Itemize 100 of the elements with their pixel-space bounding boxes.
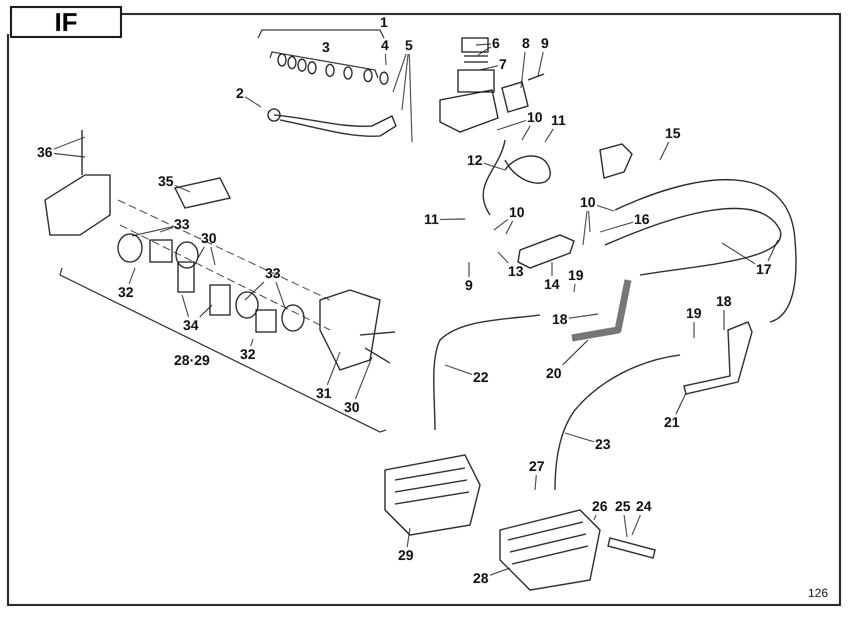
callout-number: 30 [201, 231, 217, 246]
callout-number: 24 [636, 499, 652, 514]
callout-number: 18 [552, 312, 568, 327]
leader-line [54, 153, 86, 158]
leader-line [468, 262, 470, 278]
section-title: IF [10, 6, 122, 38]
callout-number: 27 [529, 459, 545, 474]
callout-number: 21 [664, 415, 680, 430]
callout-number: 30 [344, 400, 360, 415]
leader-line [198, 246, 205, 258]
callout-number: 33 [265, 266, 281, 281]
bracket-number: 3 [322, 40, 330, 55]
callout-number: 8 [522, 36, 530, 51]
callout-number: 32 [240, 347, 256, 362]
callout-number: 14 [544, 277, 560, 292]
callout-number: 36 [37, 145, 53, 160]
callout-number: 17 [756, 262, 772, 277]
leader-line [496, 120, 526, 130]
leader-line [562, 340, 588, 366]
callout-number: 19 [568, 268, 584, 283]
callout-number: 9 [465, 278, 473, 293]
callout-number: 11 [551, 113, 566, 128]
callout-number: 12 [467, 153, 483, 168]
leader-line [520, 52, 526, 88]
callout-number: 4 [381, 38, 389, 53]
leader-line [402, 54, 409, 110]
bracket-number: 28·29 [174, 353, 210, 368]
callout-number: 19 [686, 306, 702, 321]
leader-line [632, 514, 641, 536]
leader-line [600, 222, 634, 232]
leader-line [244, 96, 262, 108]
leader-line [624, 514, 628, 538]
leader-line [54, 136, 86, 150]
leader-line [484, 162, 506, 170]
leader-line [276, 282, 286, 308]
callout-number: 35 [158, 174, 174, 189]
leader-line [160, 227, 174, 232]
callout-number: 2 [236, 86, 244, 101]
leader-line [174, 184, 190, 192]
callout-number: 33 [174, 217, 190, 232]
leader-line [722, 242, 756, 264]
leader-line [564, 432, 594, 442]
callout-number: 5 [405, 38, 413, 53]
leader-line [384, 54, 386, 66]
callout-number: 10 [527, 110, 543, 125]
callout-number: 13 [508, 264, 524, 279]
leader-line [594, 514, 597, 520]
leader-line [660, 142, 670, 160]
callout-number: 18 [716, 294, 732, 309]
leader-line [250, 338, 254, 346]
leader-line [544, 128, 554, 142]
leader-line [588, 210, 590, 232]
callout-number: 15 [665, 126, 681, 141]
leader-line [440, 218, 466, 220]
leader-line [182, 294, 189, 318]
leader-line [199, 304, 212, 318]
leader-line [128, 268, 136, 284]
callout-number: 34 [183, 318, 199, 333]
leader-line [534, 474, 537, 490]
callout-number: 26 [592, 499, 608, 514]
leader-line [480, 65, 498, 70]
callout-number: 16 [634, 212, 650, 227]
leader-line [354, 356, 372, 400]
callout-number: 25 [615, 499, 631, 514]
leader-line [574, 284, 576, 292]
leader-line [476, 43, 492, 46]
callout-number: 31 [316, 386, 332, 401]
callout-number: 22 [473, 370, 489, 385]
callout-number: 7 [499, 57, 507, 72]
leader-line [538, 52, 544, 76]
leader-line [444, 364, 472, 375]
page-number: 126 [808, 586, 828, 601]
leader-line [676, 392, 686, 414]
callout-number: 28 [473, 571, 489, 586]
leader-line [478, 46, 492, 56]
callout-number: 23 [595, 437, 611, 452]
callout-number: 10 [580, 195, 596, 210]
leader-line [596, 204, 614, 212]
callout-number: 11 [424, 212, 439, 227]
leader-line [244, 282, 264, 300]
leader-line [326, 352, 340, 386]
callout-number: 9 [541, 36, 549, 51]
callout-number: 10 [509, 205, 525, 220]
callout-number: 29 [398, 548, 414, 563]
leader-line [498, 252, 509, 264]
leader-line [494, 218, 508, 230]
leader-line [506, 220, 514, 234]
leader-line [568, 314, 598, 319]
bracket-number: 1 [380, 15, 388, 30]
leader-line [406, 528, 410, 548]
callout-number: 6 [492, 36, 500, 51]
leader-line [582, 210, 588, 246]
leader-line [768, 240, 778, 262]
leader-line [408, 54, 412, 142]
leader-line [522, 126, 531, 140]
callout-number: 32 [118, 285, 134, 300]
leader-line [210, 246, 216, 266]
leader-line [392, 54, 407, 92]
leader-line [490, 568, 510, 576]
callout-number: 20 [546, 366, 562, 381]
